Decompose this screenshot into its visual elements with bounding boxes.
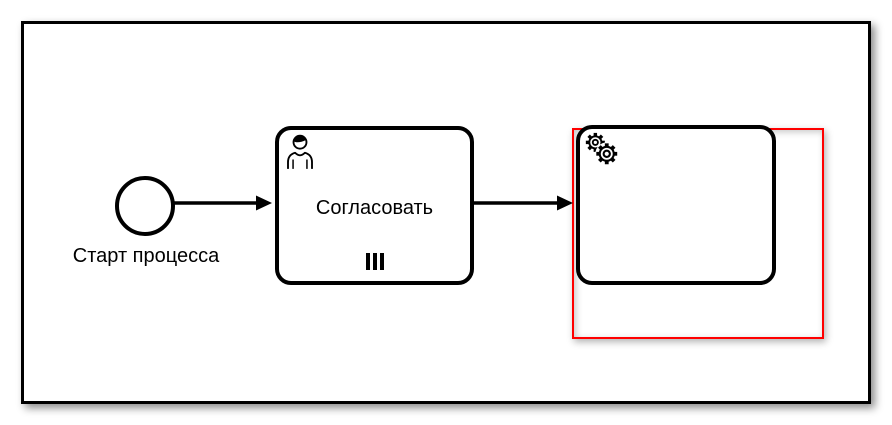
parallel-multi-instance-marker [365, 253, 384, 270]
big-gear [596, 143, 618, 165]
user-icon [287, 134, 313, 169]
gears-icon [585, 132, 619, 166]
user-task[interactable]: Согласовать [275, 126, 474, 285]
diagram-canvas[interactable]: Старт процесса Согласовать [21, 21, 871, 404]
service-task[interactable] [576, 125, 776, 285]
start-event[interactable] [115, 176, 175, 236]
start-event-label: Старт процесса [72, 245, 220, 267]
user-task-label: Согласовать [315, 197, 434, 219]
small-gear [585, 132, 605, 152]
